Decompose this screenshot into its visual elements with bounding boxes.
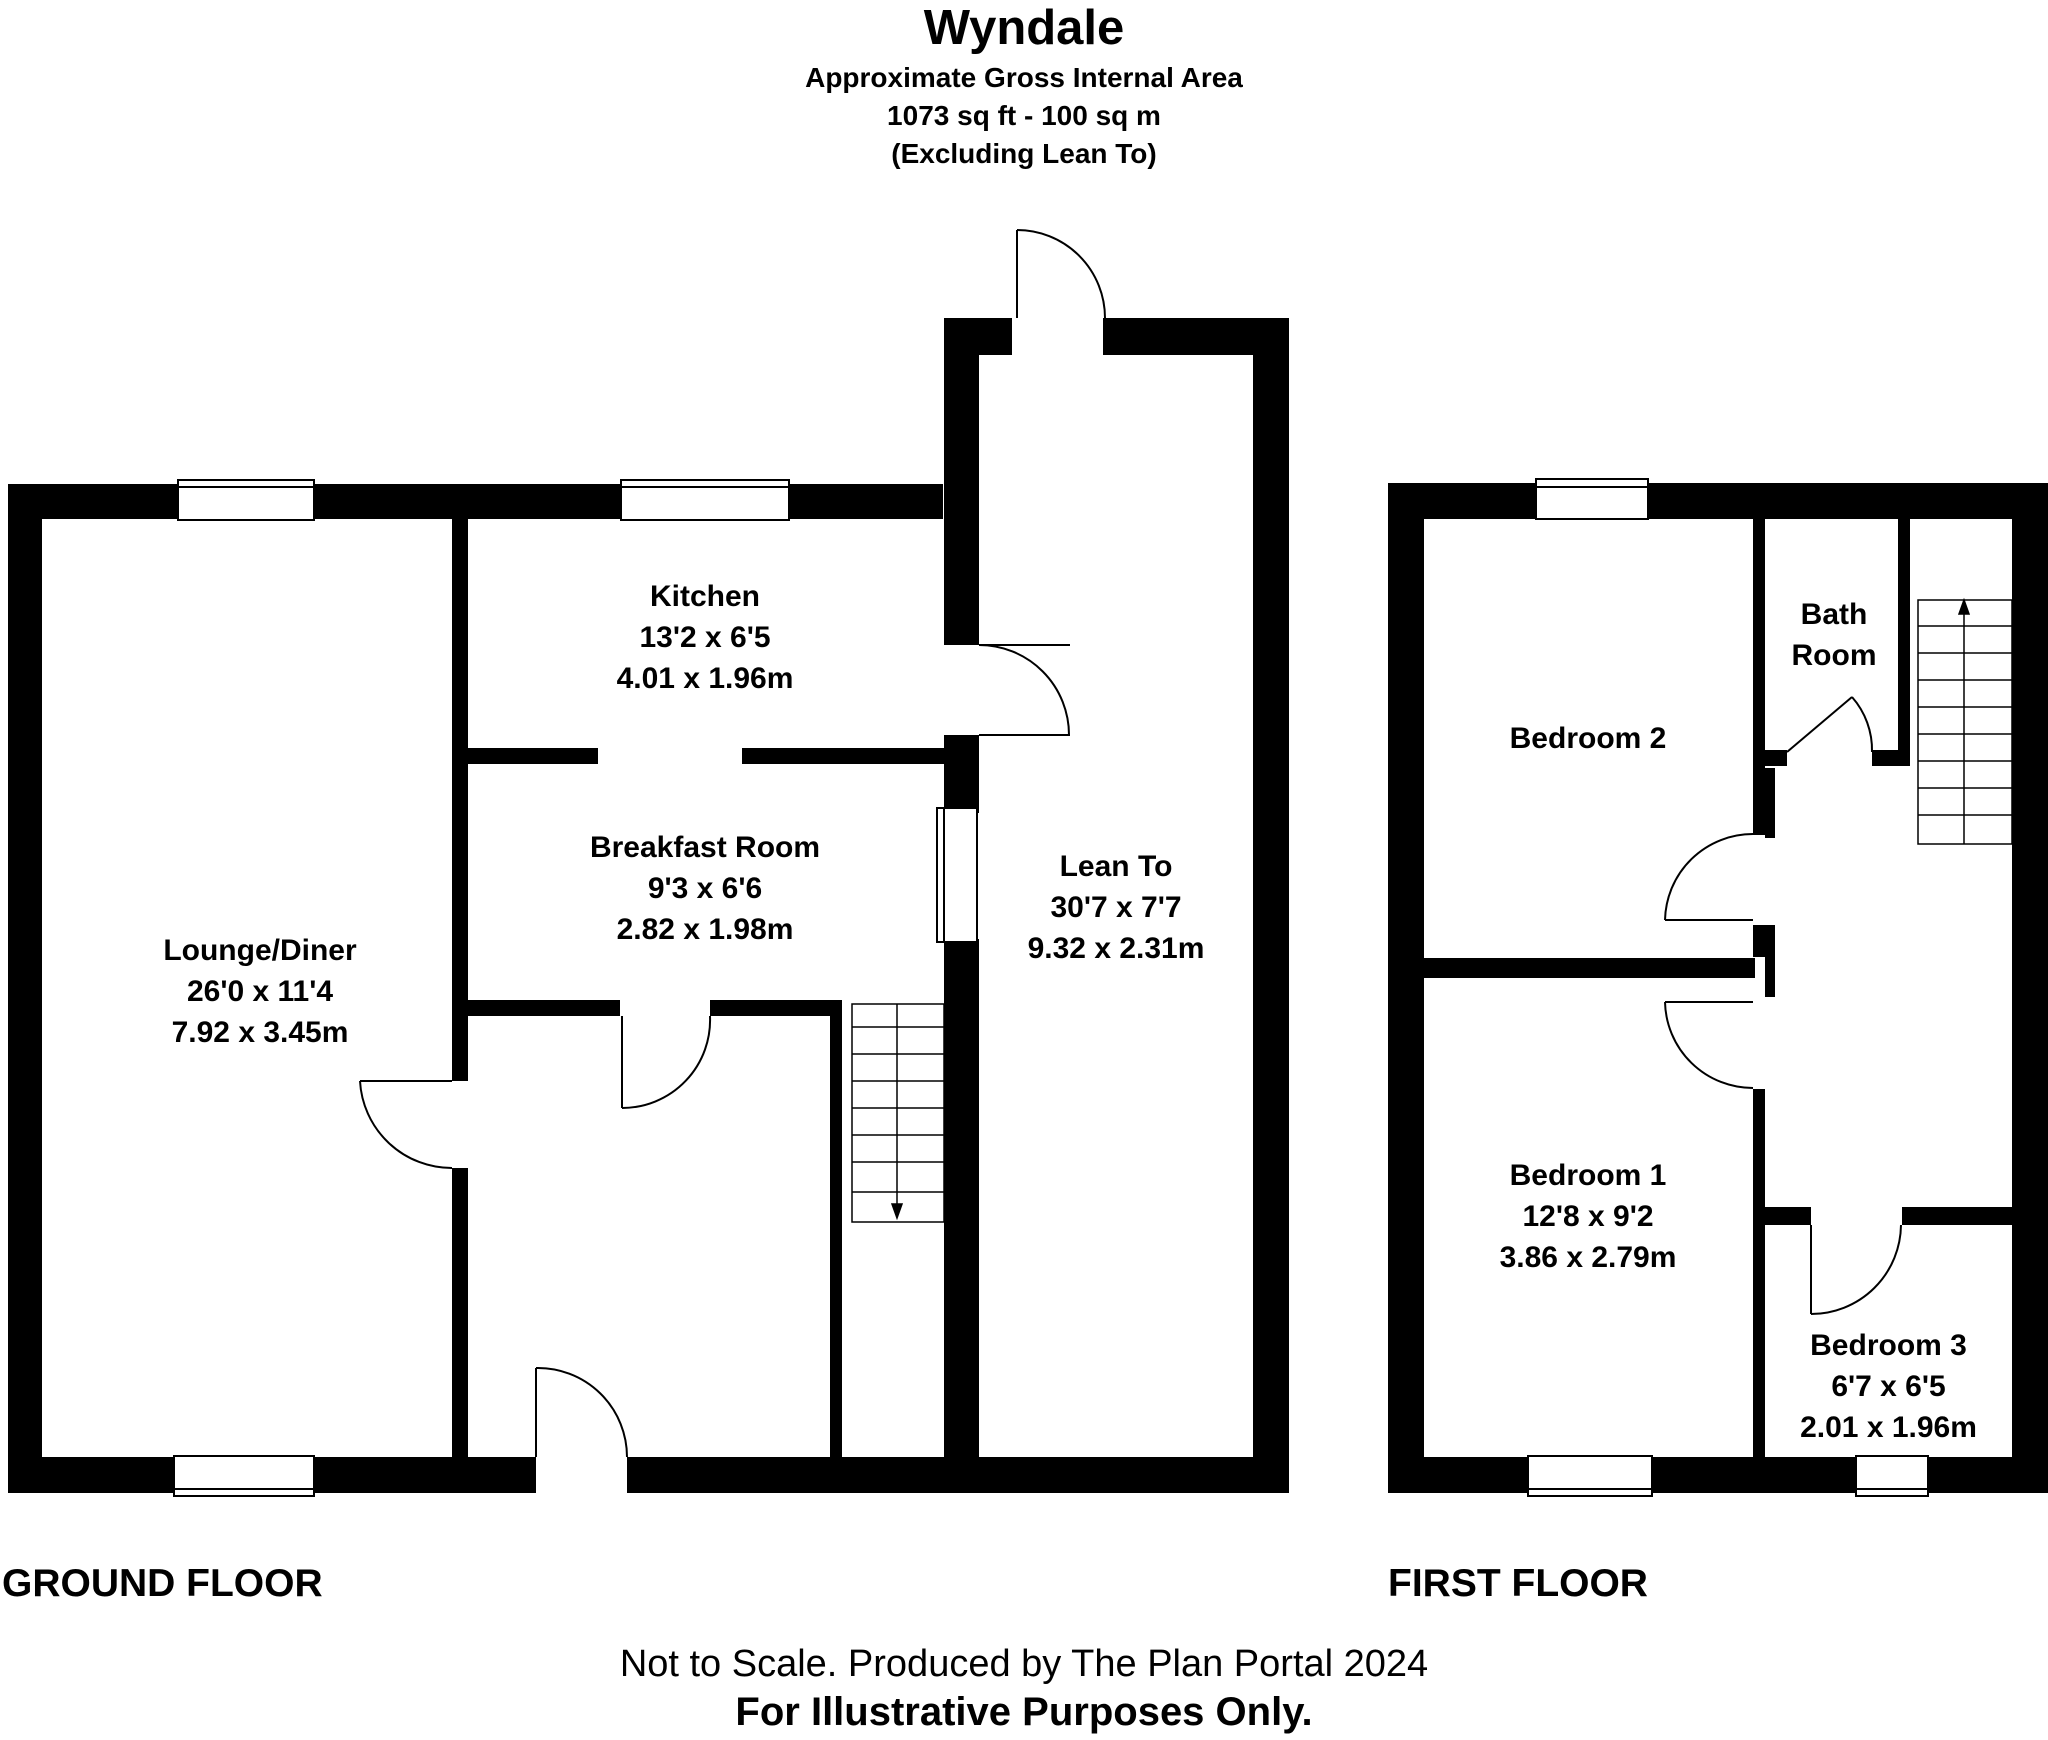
wall-first-right	[2012, 483, 2048, 1493]
wall-lounge-right-upper	[452, 518, 468, 1081]
wall-bath-right	[1898, 518, 1910, 763]
room-label-breakfast: Breakfast Room 9'3 x 6'6 2.82 x 1.98m	[555, 827, 855, 950]
room-metric: 3.86 x 2.79m	[1499, 1241, 1677, 1274]
room-label-leanto: Lean To 30'7 x 7'7 9.32 x 2.31m	[966, 846, 1266, 969]
wall-bed3-top-left	[1765, 1207, 1811, 1225]
room-label-bathroom: Bath Room	[1764, 594, 1904, 676]
area-value: 1073 sq ft - 100 sq m	[887, 100, 1161, 131]
wall-leanto-left-mid	[944, 735, 979, 813]
room-name: Breakfast Room	[589, 831, 821, 864]
wall-kitchen-breakfast-left	[468, 748, 598, 764]
room-metric: 4.01 x 1.96m	[616, 662, 794, 695]
ground-doors	[359, 229, 1106, 1458]
wall-landing-stub	[1765, 925, 1775, 997]
area-label: Approximate Gross Internal Area	[805, 62, 1243, 93]
room-imperial: 12'8 x 9'2	[1522, 1200, 1654, 1233]
window-bedroom2	[1535, 478, 1649, 520]
wall-bath-bottom-left	[1765, 750, 1787, 766]
room-imperial: 26'0 x 11'4	[186, 975, 334, 1008]
wall-bed2-bed1	[1424, 958, 1755, 978]
wall-ground-left	[8, 484, 42, 1493]
room-metric: 2.82 x 1.98m	[616, 913, 794, 946]
room-imperial: 13'2 x 6'5	[639, 621, 771, 654]
room-imperial: 30'7 x 7'7	[1050, 891, 1182, 924]
first-floor-plan	[1388, 483, 2048, 1493]
room-imperial: 9'3 x 6'6	[647, 872, 763, 905]
scale-note: Not to Scale. Produced by The Plan Porta…	[619, 1643, 1429, 1685]
wall-leanto-right	[1253, 318, 1289, 1493]
ground-floor-plan	[8, 318, 1289, 1493]
wall-first-bottom	[1388, 1457, 2048, 1493]
wall-first-top	[1388, 483, 2048, 519]
area-note: (Excluding Lean To)	[891, 138, 1157, 169]
floor-label-ground: GROUND FLOOR	[2, 1562, 323, 1605]
floor-label-first: FIRST FLOOR	[1388, 1562, 1648, 1605]
wall-bed3-top-right	[1902, 1207, 2014, 1225]
wall-hall-stairs	[830, 1000, 842, 1458]
room-label-kitchen: Kitchen 13'2 x 6'5 4.01 x 1.96m	[555, 576, 855, 699]
wall-lounge-right-lower	[452, 1168, 468, 1458]
room-imperial: 6'7 x 6'5	[1831, 1370, 1946, 1403]
room-name-line2: Room	[1791, 639, 1877, 672]
wall-first-left	[1388, 483, 1424, 1493]
ground-windows	[173, 479, 978, 1497]
wall-breakfast-hall-right	[710, 1000, 840, 1016]
room-metric: 9.32 x 2.31m	[1027, 932, 1205, 965]
wall-leanto-left-lower	[944, 939, 979, 1493]
wall-landing-stub2	[1765, 768, 1775, 838]
wall-ground-top-left	[8, 484, 943, 519]
room-label-bedroom1: Bedroom 1 12'8 x 9'2 3.86 x 2.79m	[1438, 1155, 1738, 1278]
room-name: Lean To	[1059, 850, 1173, 883]
wall-kitchen-breakfast-right	[742, 748, 944, 764]
room-label-bedroom2: Bedroom 2	[1438, 718, 1738, 759]
room-label-lounge: Lounge/Diner 26'0 x 11'4 7.92 x 3.45m	[110, 930, 410, 1053]
room-metric: 7.92 x 3.45m	[171, 1016, 349, 1049]
first-windows	[1527, 478, 1929, 1497]
first-doors	[1664, 696, 1902, 1315]
room-name-line1: Bath	[1800, 598, 1868, 631]
room-name: Lounge/Diner	[163, 934, 357, 967]
ground-stairs	[851, 1003, 945, 1223]
purpose-note: For Illustrative Purposes Only.	[735, 1690, 1313, 1734]
wall-bed-landing-mid	[1753, 925, 1765, 957]
wall-bath-bottom-right	[1872, 750, 1910, 766]
room-name: Bedroom 2	[1509, 722, 1667, 755]
room-name: Kitchen	[649, 580, 760, 613]
wall-bed2-landing	[1753, 518, 1765, 835]
wall-bed1-landing	[1753, 1089, 1765, 1457]
room-label-bedroom3: Bedroom 3 6'7 x 6'5 2.01 x 1.96m	[1766, 1325, 2011, 1448]
plan-title: Wyndale	[923, 1, 1125, 55]
room-metric: 2.01 x 1.96m	[1800, 1411, 1977, 1444]
wall-leanto-left-upper	[944, 318, 979, 645]
wall-breakfast-hall-left	[468, 1000, 620, 1016]
first-stairs	[1917, 597, 2013, 845]
room-name: Bedroom 3	[1810, 1329, 1967, 1362]
room-name: Bedroom 1	[1509, 1159, 1667, 1192]
